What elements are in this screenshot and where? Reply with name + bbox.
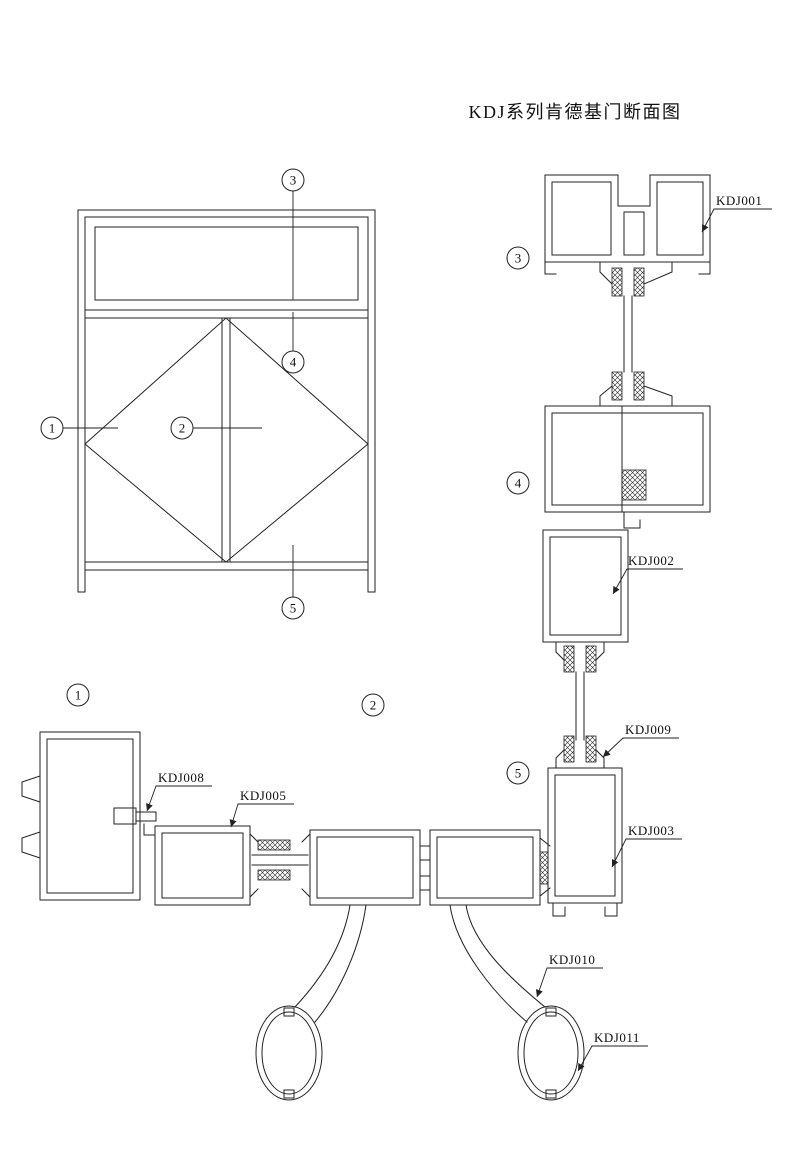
callout-number: 5 bbox=[290, 601, 297, 616]
section-5-number: 5 bbox=[515, 766, 522, 781]
callout-5-elevation: 5 bbox=[281, 545, 305, 620]
gasket-hatch bbox=[611, 267, 623, 297]
part-label-kdj002: KDJ002 bbox=[612, 553, 683, 595]
tube-inner-wall bbox=[261, 1011, 317, 1095]
section-4-detail: 4 bbox=[506, 371, 711, 529]
transom-rail-linework bbox=[544, 385, 711, 529]
tube-screw-boss-bottom bbox=[283, 1089, 295, 1099]
callout-number: 3 bbox=[290, 173, 297, 188]
top-rail-linework bbox=[542, 529, 629, 661]
part-label-kdj011: KDJ011 bbox=[577, 1030, 648, 1072]
section-1-callout-circle bbox=[66, 683, 90, 707]
part-label-text: KDJ005 bbox=[240, 788, 286, 803]
tube-screw-boss-top bbox=[545, 1007, 557, 1017]
gasket-hatch bbox=[633, 371, 645, 401]
section-5-detail: 5 bbox=[506, 735, 623, 917]
section-2-detail: 2 bbox=[309, 693, 551, 906]
part-label-kdj001: KDJ001 bbox=[701, 193, 772, 233]
tube-outer-wall bbox=[255, 1005, 323, 1101]
section-3-callout-circle bbox=[506, 246, 530, 270]
section-3-detail: 3 bbox=[506, 174, 711, 297]
section-1-number: 1 bbox=[75, 688, 82, 703]
lock-keeper-hatch bbox=[621, 469, 647, 501]
section-2-callout-circle bbox=[361, 693, 385, 717]
door-top-rail-kdj002 bbox=[542, 529, 629, 673]
part-label-kdj003: KDJ003 bbox=[611, 823, 682, 868]
part-label-kdj008: KDJ008 bbox=[146, 770, 212, 812]
leader-line bbox=[535, 967, 603, 998]
gasket-hatch bbox=[633, 267, 645, 297]
section-4-number: 4 bbox=[515, 476, 522, 491]
head-profile-linework bbox=[544, 174, 711, 285]
leader-line bbox=[229, 803, 294, 828]
tube-outer-wall bbox=[517, 1005, 585, 1101]
gasket-hatch bbox=[539, 851, 549, 885]
section-1-detail: 1 bbox=[21, 683, 311, 906]
tube-inner-wall bbox=[523, 1011, 579, 1095]
part-label-kdj005: KDJ005 bbox=[229, 788, 294, 828]
handle-neck-right bbox=[449, 904, 546, 1023]
section-3-number: 3 bbox=[515, 251, 522, 266]
leader-line bbox=[602, 737, 679, 758]
part-label-text: KDJ010 bbox=[549, 952, 595, 967]
callout-1-elevation: 1 bbox=[40, 416, 118, 440]
handle-assembly bbox=[255, 904, 585, 1101]
part-label-text: KDJ011 bbox=[594, 1030, 640, 1045]
leader-line bbox=[612, 568, 683, 595]
callout-4-elevation: 4 bbox=[281, 312, 305, 374]
connector-kdj008-linework bbox=[113, 807, 157, 836]
callout-3-elevation: 3 bbox=[281, 168, 305, 300]
callout-number: 4 bbox=[290, 355, 297, 370]
gasket-hatch bbox=[585, 645, 597, 673]
tube-screw-boss-bottom bbox=[545, 1089, 557, 1099]
part-label-text: KDJ003 bbox=[628, 823, 674, 838]
part-label-text: KDJ009 bbox=[625, 722, 671, 737]
handle-tube-right bbox=[517, 1005, 585, 1101]
frame-jamb-linework bbox=[21, 731, 141, 901]
gasket-hatch bbox=[611, 371, 623, 401]
gasket-hatch bbox=[563, 645, 575, 673]
leader-line bbox=[611, 838, 682, 868]
door-stile-kdj005-linework bbox=[154, 825, 251, 906]
part-label-kdj009: KDJ009 bbox=[602, 722, 679, 758]
gasket-hatch bbox=[585, 735, 597, 763]
part-label-text: KDJ008 bbox=[158, 770, 204, 785]
glazing-gasket-row-linework bbox=[249, 833, 311, 898]
glass-pane-upper bbox=[623, 295, 633, 373]
callout-number: 1 bbox=[49, 421, 56, 436]
drawing-title: KDJ系列肯德基门断面图 bbox=[468, 102, 681, 122]
tube-screw-boss-top bbox=[283, 1007, 295, 1017]
door-elevation: 1 2 3 4 5 bbox=[40, 168, 376, 620]
handle-neck-left bbox=[294, 904, 367, 1023]
gasket-hatch bbox=[257, 869, 291, 881]
transom-glass-panel bbox=[94, 226, 359, 301]
leader-line bbox=[146, 785, 212, 812]
gasket-hatch bbox=[563, 735, 575, 763]
gasket-hatch bbox=[257, 839, 291, 851]
section-4-callout-circle bbox=[506, 471, 530, 495]
bottom-rail-linework bbox=[547, 749, 623, 917]
part-label-text: KDJ002 bbox=[628, 553, 674, 568]
door-frame-linework bbox=[77, 209, 376, 593]
glass-pane-lower bbox=[575, 671, 585, 741]
leader-line bbox=[701, 208, 772, 233]
part-label-text: KDJ001 bbox=[716, 193, 762, 208]
callout-2-elevation: 2 bbox=[170, 416, 262, 440]
part-label-kdj010: KDJ010 bbox=[535, 952, 603, 998]
section-5-callout-circle bbox=[506, 761, 530, 785]
handle-tube-left bbox=[255, 1005, 323, 1101]
leader-line bbox=[577, 1045, 648, 1072]
door-swing-diamond bbox=[84, 317, 369, 563]
meeting-stiles-linework bbox=[309, 829, 551, 906]
callout-number: 2 bbox=[179, 421, 186, 436]
section-2-number: 2 bbox=[370, 698, 377, 713]
